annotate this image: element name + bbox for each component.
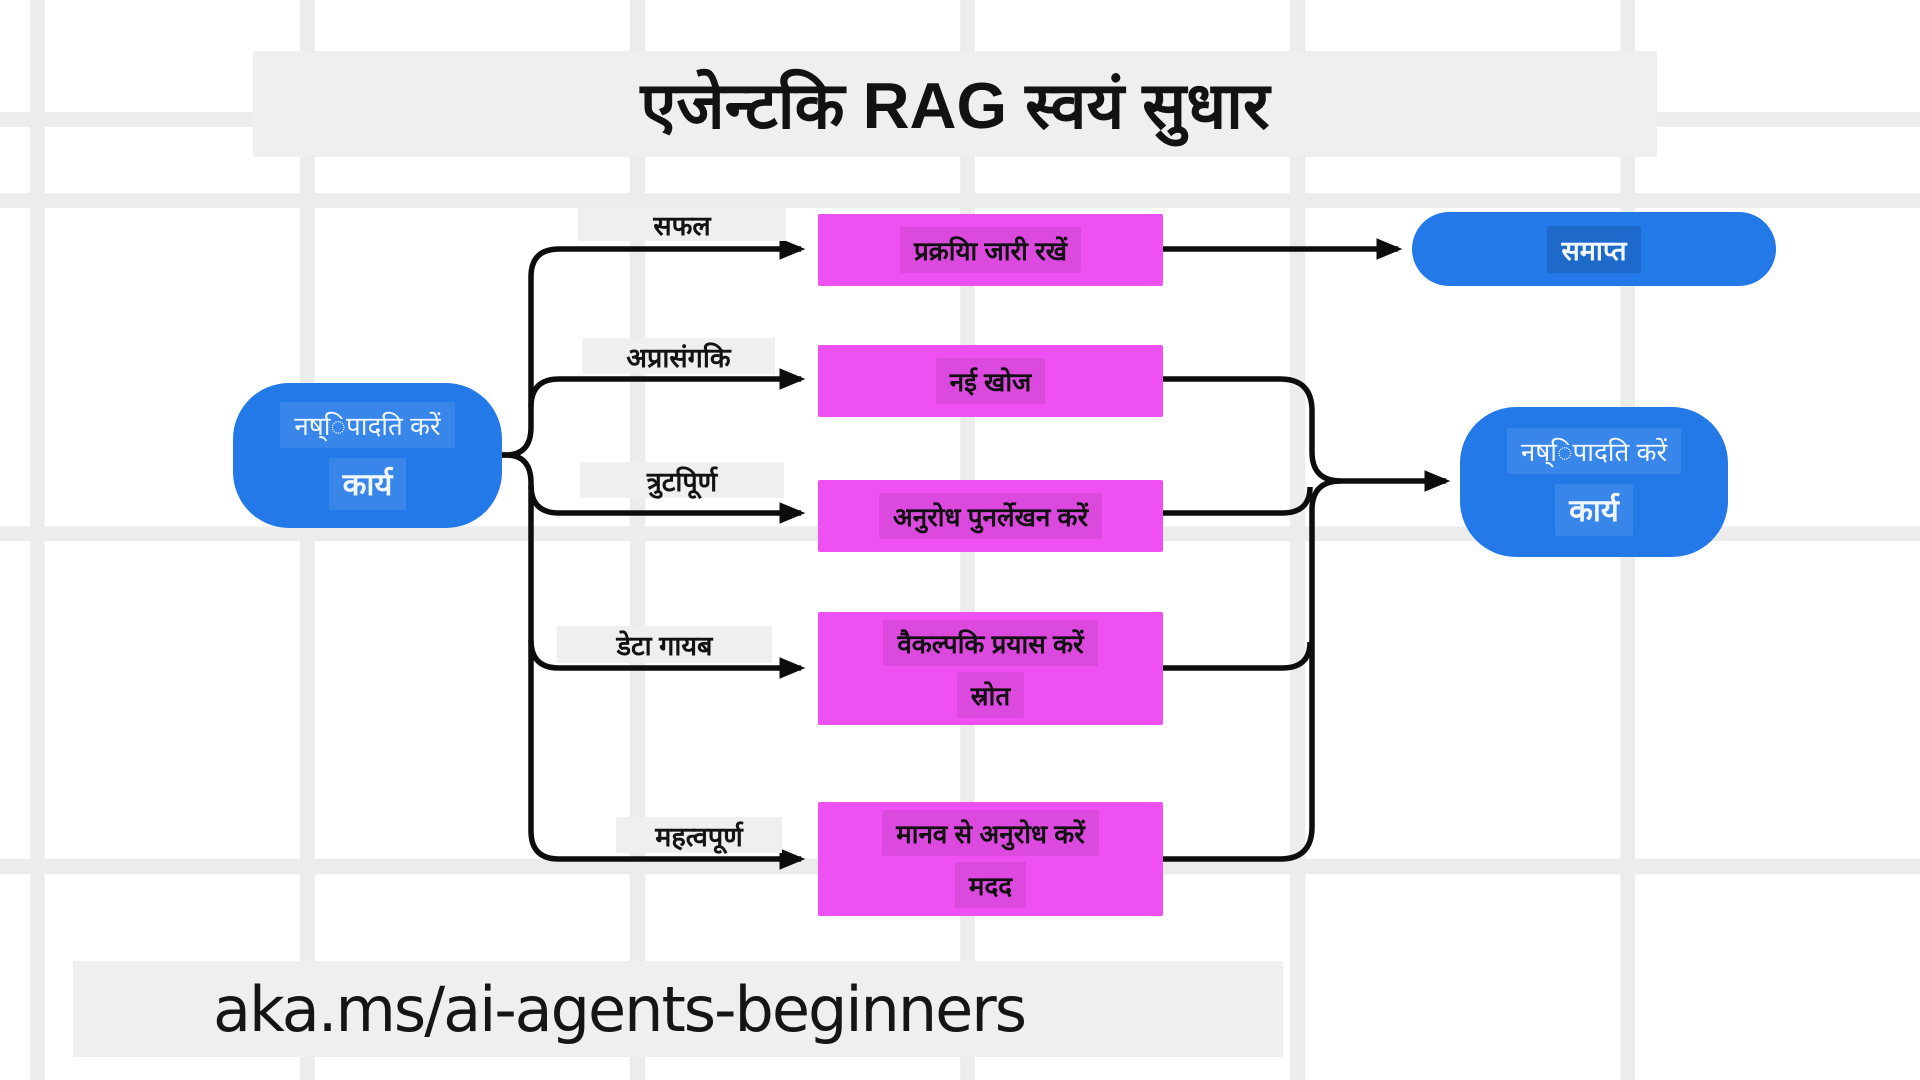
edge-start-to-action-2 bbox=[528, 484, 806, 524]
action-node-new-search: नई खोज bbox=[818, 345, 1163, 417]
condition-label-successful: सफल bbox=[578, 207, 786, 241]
action-node-request-human-help: मानव से अनुरोध करें मदद bbox=[818, 802, 1163, 916]
edge-start-to-action-3 bbox=[528, 639, 806, 679]
edge-start-to-action-0 bbox=[502, 238, 806, 458]
title-banner: एजेन्टकि RAG स्वयं सुधार bbox=[253, 51, 1657, 157]
end-node-finish: समाप्त bbox=[1412, 212, 1776, 286]
edge-start-to-action-4 bbox=[502, 452, 806, 870]
diagram-title: एजेन्टकि RAG स्वयं सुधार bbox=[640, 69, 1270, 142]
task-node-line2: कार्य bbox=[1555, 484, 1633, 536]
edge-start-to-action-1 bbox=[528, 368, 806, 408]
action-node-try-alternative-source: वैकल्पकि प्रयास करें स्रोत bbox=[818, 612, 1163, 725]
task-node-execute-task: नष्िपादति करें कार्य bbox=[1460, 407, 1728, 557]
action-node-line: मदद bbox=[954, 862, 1027, 908]
footer-banner: aka.ms/ai-agents-beginners bbox=[73, 961, 1283, 1057]
action-node-line: मानव से अनुरोध करें bbox=[882, 810, 1099, 856]
task-node-line1: नष्िपादति करें bbox=[1506, 428, 1682, 474]
footer-url: aka.ms/ai-agents-beginners bbox=[213, 972, 1027, 1046]
start-node-line2: कार्य bbox=[328, 457, 407, 510]
end-node-label: समाप्त bbox=[1547, 225, 1641, 273]
action-node-line: नई खोज bbox=[935, 358, 1046, 404]
action-node-continue-process: प्रक्रयिा जारी रखें bbox=[818, 214, 1163, 286]
condition-label-missing-data: डेटा गायब bbox=[557, 626, 772, 663]
action-node-line: अनुरोध पुनर्लेखन करें bbox=[878, 493, 1103, 539]
condition-label-irrelevant: अप्रासंगकि bbox=[582, 338, 775, 374]
action-node-line: स्रोत bbox=[956, 671, 1025, 718]
edge-action-1-to-task bbox=[1163, 376, 1451, 492]
condition-label-erroneous: त्रुटपिूर्ण bbox=[580, 462, 784, 498]
edge-action-2-to-task bbox=[1163, 486, 1313, 516]
action-node-rewrite-request: अनुरोध पुनर्लेखन करें bbox=[818, 480, 1163, 552]
edge-action-4-to-task bbox=[1163, 478, 1342, 862]
action-node-line: प्रक्रयिा जारी रखें bbox=[899, 227, 1082, 273]
condition-label-critical: महत्वपूर्ण bbox=[616, 817, 782, 853]
action-node-line: वैकल्पकि प्रयास करें bbox=[883, 619, 1098, 666]
edge-action-3-to-task bbox=[1163, 641, 1313, 671]
start-node-execute-task: नष्िपादति करें कार्य bbox=[233, 383, 502, 528]
start-node-line1: नष्िपादति करें bbox=[280, 401, 455, 448]
